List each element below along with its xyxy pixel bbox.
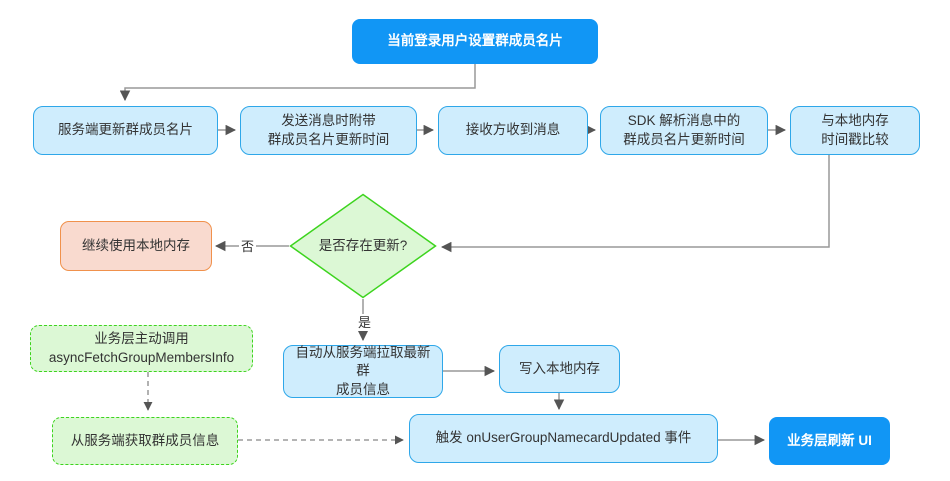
node-keep-using-local-memory: 继续使用本地内存: [60, 221, 212, 271]
edge-label-no: 否: [239, 238, 257, 255]
node-write-local-memory: 写入本地内存: [499, 345, 620, 393]
node-fetch-members-from-server: 从服务端获取群成员信息: [52, 417, 238, 465]
node-trigger-namecard-updated-event: 触发 onUserGroupNamecardUpdated 事件: [409, 414, 718, 463]
node-sdk-parse-timestamp: SDK 解析消息中的 群成员名片更新时间: [600, 106, 768, 155]
node-business-refresh-ui: 业务层刷新 UI: [769, 417, 890, 465]
edge-label-yes: 是: [356, 314, 374, 331]
decision-diamond-shape: [289, 193, 437, 299]
decision-label: 是否存在更新?: [318, 237, 408, 253]
edge-start-to-server-update: [119, 64, 476, 102]
node-receiver-gets-message: 接收方收到消息: [438, 106, 588, 155]
node-send-message-with-timestamp: 发送消息时附带 群成员名片更新时间: [240, 106, 417, 155]
node-business-manual-call: 业务层主动调用 asyncFetchGroupMembersInfo: [30, 325, 253, 372]
node-auto-fetch-latest-members: 自动从服务端拉取最新群 成员信息: [283, 345, 443, 398]
edge-compare-to-decision: [440, 155, 830, 253]
node-server-update-namecard: 服务端更新群成员名片: [33, 106, 218, 155]
node-start-set-namecard: 当前登录用户设置群成员名片: [352, 19, 598, 64]
node-decision-update-exists: 是否存在更新?: [289, 193, 437, 299]
node-compare-local-timestamp: 与本地内存 时间戳比较: [790, 106, 920, 155]
